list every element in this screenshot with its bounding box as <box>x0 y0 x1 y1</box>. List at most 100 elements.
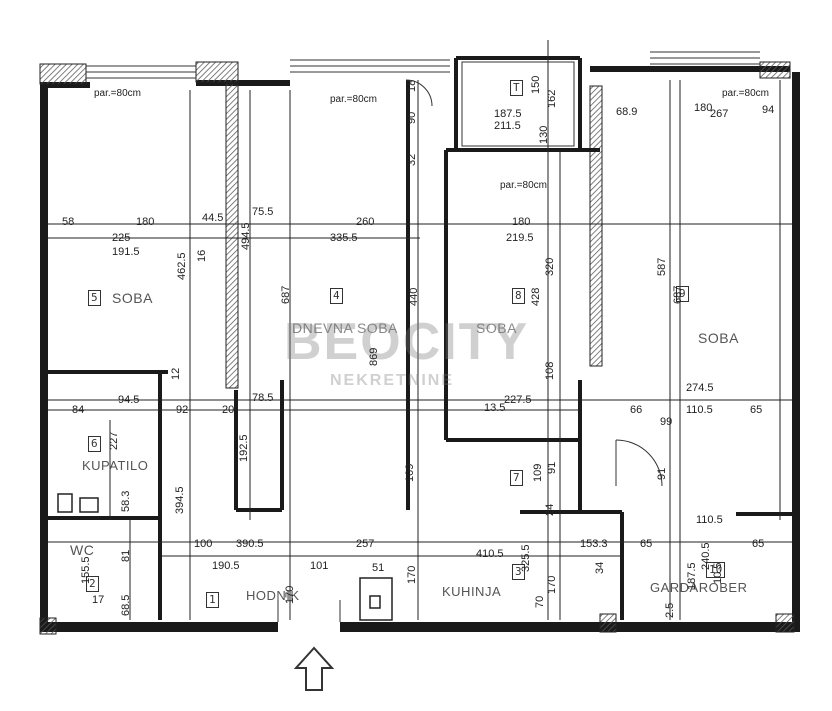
dim-label: 70 <box>534 595 546 608</box>
dim-label: 109 <box>404 463 416 482</box>
dim-label: 187.5 <box>686 562 698 590</box>
dim-label: 44.5 <box>202 212 224 224</box>
room-number-terasa: T <box>510 80 523 96</box>
dim-label: 325.5 <box>520 544 532 572</box>
dim-label: par.=80cm <box>500 180 547 191</box>
dim-label: 155.5 <box>80 556 92 584</box>
room-label-soba-right: SOBA <box>698 330 739 346</box>
dim-label: par.=80cm <box>722 88 769 99</box>
room-label-hodnik: HODNIK <box>246 588 300 603</box>
dim-label: 110.5 <box>696 514 723 526</box>
dim-label: 65 <box>640 538 653 550</box>
room-label-kupatilo: KUPATILO <box>82 458 149 473</box>
dim-label: 75.5 <box>252 206 274 218</box>
dim-label: 58 <box>62 216 75 228</box>
dim-label: 390.5 <box>236 538 264 550</box>
dim-label: 170 <box>546 575 558 594</box>
entrance-arrow-icon <box>293 646 335 691</box>
dim-label: 17 <box>92 594 105 606</box>
dim-label: 78.5 <box>252 392 274 404</box>
room-number-kuhinja: 3 <box>512 564 525 580</box>
dim-label: 18 <box>406 79 418 92</box>
dim-label: 260 <box>356 216 375 228</box>
dim-label: 66 <box>630 404 643 416</box>
room-number-hodnik: 1 <box>206 592 219 608</box>
dim-label: 428 <box>530 287 542 306</box>
dim-label: 257 <box>356 538 375 550</box>
dim-label: 227 <box>108 431 120 450</box>
dim-label: 190.5 <box>212 560 240 572</box>
dim-label: 109 <box>532 463 544 482</box>
dim-label: 150 <box>530 75 542 94</box>
room-number-soba-right: 9 <box>676 286 689 302</box>
room-number-gardarober: 10 <box>706 562 726 578</box>
watermark-sub: NEKRETNINE <box>330 372 455 389</box>
dim-label: 494.5 <box>240 222 252 250</box>
dim-label: 99 <box>660 416 673 428</box>
dim-label: 240.5 <box>700 542 712 570</box>
dim-label: 16 <box>196 249 208 262</box>
dim-label: 68.9 <box>616 106 638 118</box>
room-label-soba-left: SOBA <box>112 290 153 306</box>
dim-label: 20 <box>222 404 235 416</box>
room-label-soba-mid: SOBA <box>476 320 517 336</box>
dim-label: 90 <box>406 111 418 124</box>
room-number-dnevna: 4 <box>330 288 343 304</box>
windows <box>86 51 760 147</box>
dim-label: 180 <box>694 102 713 114</box>
dim-label: 2.5 <box>664 602 676 618</box>
dim-label: 101 <box>310 560 329 572</box>
dim-label: 180 <box>512 216 531 228</box>
dim-label: 84 <box>72 404 85 416</box>
dim-label: 394.5 <box>174 486 186 514</box>
room-label-kuhinja: KUHINJA <box>442 584 502 599</box>
dim-label: 94.5 <box>118 394 140 406</box>
dim-label: par.=80cm <box>94 88 141 99</box>
dim-label: 100 <box>194 538 213 550</box>
dim-label: par.=80cm <box>330 94 377 105</box>
dim-label: 92 <box>176 404 189 416</box>
hatched-walls <box>39 61 795 635</box>
dim-label: 180 <box>136 216 155 228</box>
room-number-soba-left: 5 <box>88 290 101 306</box>
dim-label: 94 <box>762 104 775 116</box>
room-number-soba-mid: 8 <box>512 288 525 304</box>
dim-label: 687 <box>280 285 292 304</box>
dim-label: 108 <box>544 361 556 380</box>
dim-label: 274.5 <box>686 382 714 394</box>
room-label-dnevna-soba: DNEVNA SOBA <box>292 320 398 336</box>
dim-label: 91 <box>656 467 668 480</box>
dim-label: 153.3 <box>580 538 608 550</box>
dim-label: 10.5 <box>712 562 724 584</box>
dim-label: 462.5 <box>176 252 188 280</box>
dim-label: 440 <box>408 287 420 306</box>
dim-label: 130 <box>538 125 550 144</box>
dimension-lines <box>48 40 792 620</box>
dim-label: 335.5 <box>330 232 358 244</box>
door-arcs <box>277 79 663 622</box>
dim-label: 65 <box>752 538 765 550</box>
room-number-wc: 2 <box>86 576 99 592</box>
dim-label: 219.5 <box>506 232 534 244</box>
dim-label: 227.5 <box>504 394 532 406</box>
dim-label: 81 <box>120 549 132 562</box>
dim-label: 170 <box>406 565 418 584</box>
dim-label: 170 <box>284 585 296 604</box>
dim-label: 58.3 <box>120 490 132 512</box>
dim-label: 587 <box>656 257 668 276</box>
dim-label: 91 <box>546 461 558 474</box>
dim-label: 187.5 <box>494 108 522 120</box>
watermark-brand: BEOCITY <box>284 313 530 371</box>
outer-walls <box>40 66 800 632</box>
room-label-wc: WC <box>70 542 95 558</box>
dim-label: 192.5 <box>238 434 250 462</box>
dim-label: 12 <box>170 367 182 380</box>
dim-label: 162 <box>546 89 558 108</box>
dim-label: 320 <box>544 257 556 276</box>
dim-label: 267 <box>710 108 729 120</box>
dim-label: 65 <box>750 404 763 416</box>
dim-label: 225 <box>112 232 131 244</box>
fixtures <box>57 493 393 621</box>
dim-label: 32 <box>406 153 418 166</box>
